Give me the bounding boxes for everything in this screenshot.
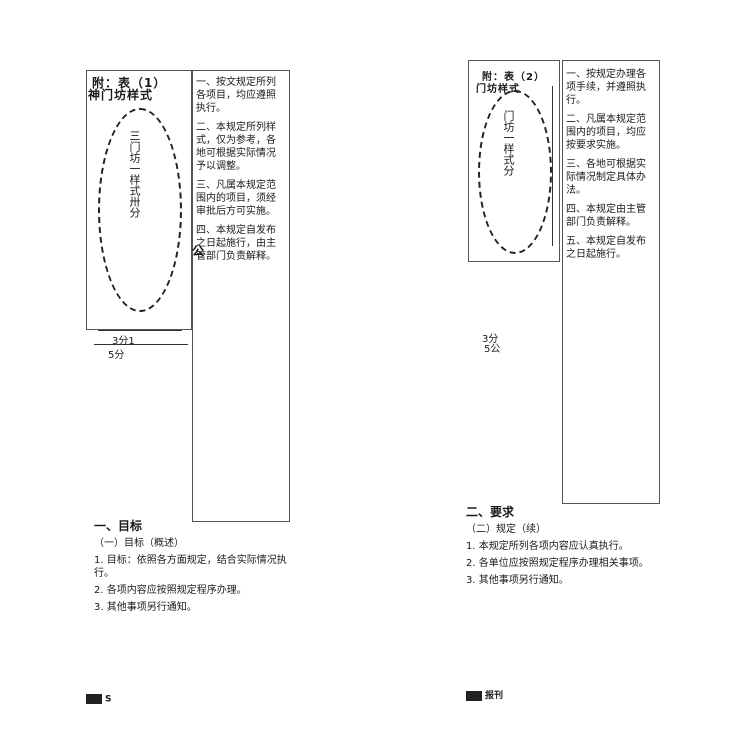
right-page: 附：表（2） 门坊样式 门坊一样式分 3分 5公 一、按规定办理各项手续，并遵照…: [466, 60, 660, 586]
logo-text: S: [105, 694, 112, 705]
figure-frame: [86, 70, 192, 330]
figure-vertical-text: 门坊一样式分: [502, 110, 515, 176]
dimension-label: 3分1: [112, 336, 135, 347]
logo-text: 报刊: [485, 691, 504, 701]
text-column-frame: [192, 70, 290, 522]
text-column: 一、按文规定所列各项目，均应遵照执行。 二、本规定所列样式，仅为参考，各地可根据…: [196, 76, 284, 269]
dimension-label: 3分: [482, 334, 499, 345]
paragraph: 四、本规定由主管部门负责解释。: [566, 204, 646, 228]
side-label: 公: [192, 244, 205, 258]
paragraph: 1. 本规定所列各项内容应认真执行。: [466, 541, 629, 552]
arch-outline: [98, 108, 182, 312]
text-column-frame: [562, 60, 660, 504]
logo-icon: [466, 690, 482, 701]
logo-icon: [86, 694, 102, 704]
paragraph: 四、本规定自发布之日起施行，由主管部门负责解释。: [196, 225, 276, 262]
paragraph: 3. 其他事项另行通知。: [466, 575, 569, 586]
figure-vertical-text: 三门坊一样式卅分: [128, 130, 141, 218]
section-block: 二、要求 （二）规定（续） 1. 本规定所列各项内容应认真执行。 2. 各单位应…: [466, 506, 666, 591]
arch-outline: [478, 90, 552, 254]
dimension-line: [98, 330, 182, 331]
paragraph: 二、凡属本规定范围内的项目，均应按要求实施。: [566, 114, 646, 151]
dimension-label: 5分: [108, 350, 125, 361]
paragraph: 2. 各单位应按照规定程序办理相关事项。: [466, 558, 649, 569]
left-page: 附：表（1） 神门坊样式 三门坊一样式卅分 3分1 5分 公 一、按文规定所列各…: [84, 60, 290, 613]
figure-heading: 附：表（1）: [92, 76, 167, 90]
paragraph: 一、按规定办理各项手续，并遵照执行。: [566, 69, 646, 106]
publisher-logo: S: [86, 694, 111, 705]
paragraph: 五、本规定自发布之日起施行。: [566, 236, 646, 260]
dimension-label: 5公: [484, 344, 501, 355]
paragraph: 一、按文规定所列各项目，均应遵照执行。: [196, 77, 276, 114]
figure-subheading: 门坊样式: [476, 84, 520, 95]
dimension-line: [94, 344, 188, 345]
section-title: 一、目标: [94, 519, 143, 533]
figure-heading: 附：表（2）: [482, 72, 545, 83]
text-column: 一、按规定办理各项手续，并遵照执行。 二、凡属本规定范围内的项目，均应按要求实施…: [566, 68, 654, 267]
paragraph: （二）规定（续）: [466, 524, 546, 535]
section-title: 二、要求: [466, 505, 515, 519]
figure-subheading: 神门坊样式: [88, 88, 154, 102]
publisher-logo: 报刊: [466, 688, 503, 701]
dimension-line: [552, 86, 553, 246]
paragraph: 三、凡属本规定范围内的项目，须经审批后方可实施。: [196, 180, 276, 217]
paragraph: （一）目标（概述）: [94, 538, 184, 549]
paragraph: 三、各地可根据实际情况制定具体办法。: [566, 159, 646, 196]
section-block: 一、目标 （一）目标（概述） 1. 目标：依照各方面规定，结合实际情况执行。 2…: [94, 520, 294, 618]
figure-frame: [468, 60, 560, 262]
paragraph: 2. 各项内容应按照规定程序办理。: [94, 585, 247, 596]
paragraph: 二、本规定所列样式，仅为参考，各地可根据实际情况予以调整。: [196, 122, 276, 172]
paragraph: 3. 其他事项另行通知。: [94, 602, 197, 613]
paragraph: 1. 目标：依照各方面规定，结合实际情况执行。: [94, 555, 287, 579]
